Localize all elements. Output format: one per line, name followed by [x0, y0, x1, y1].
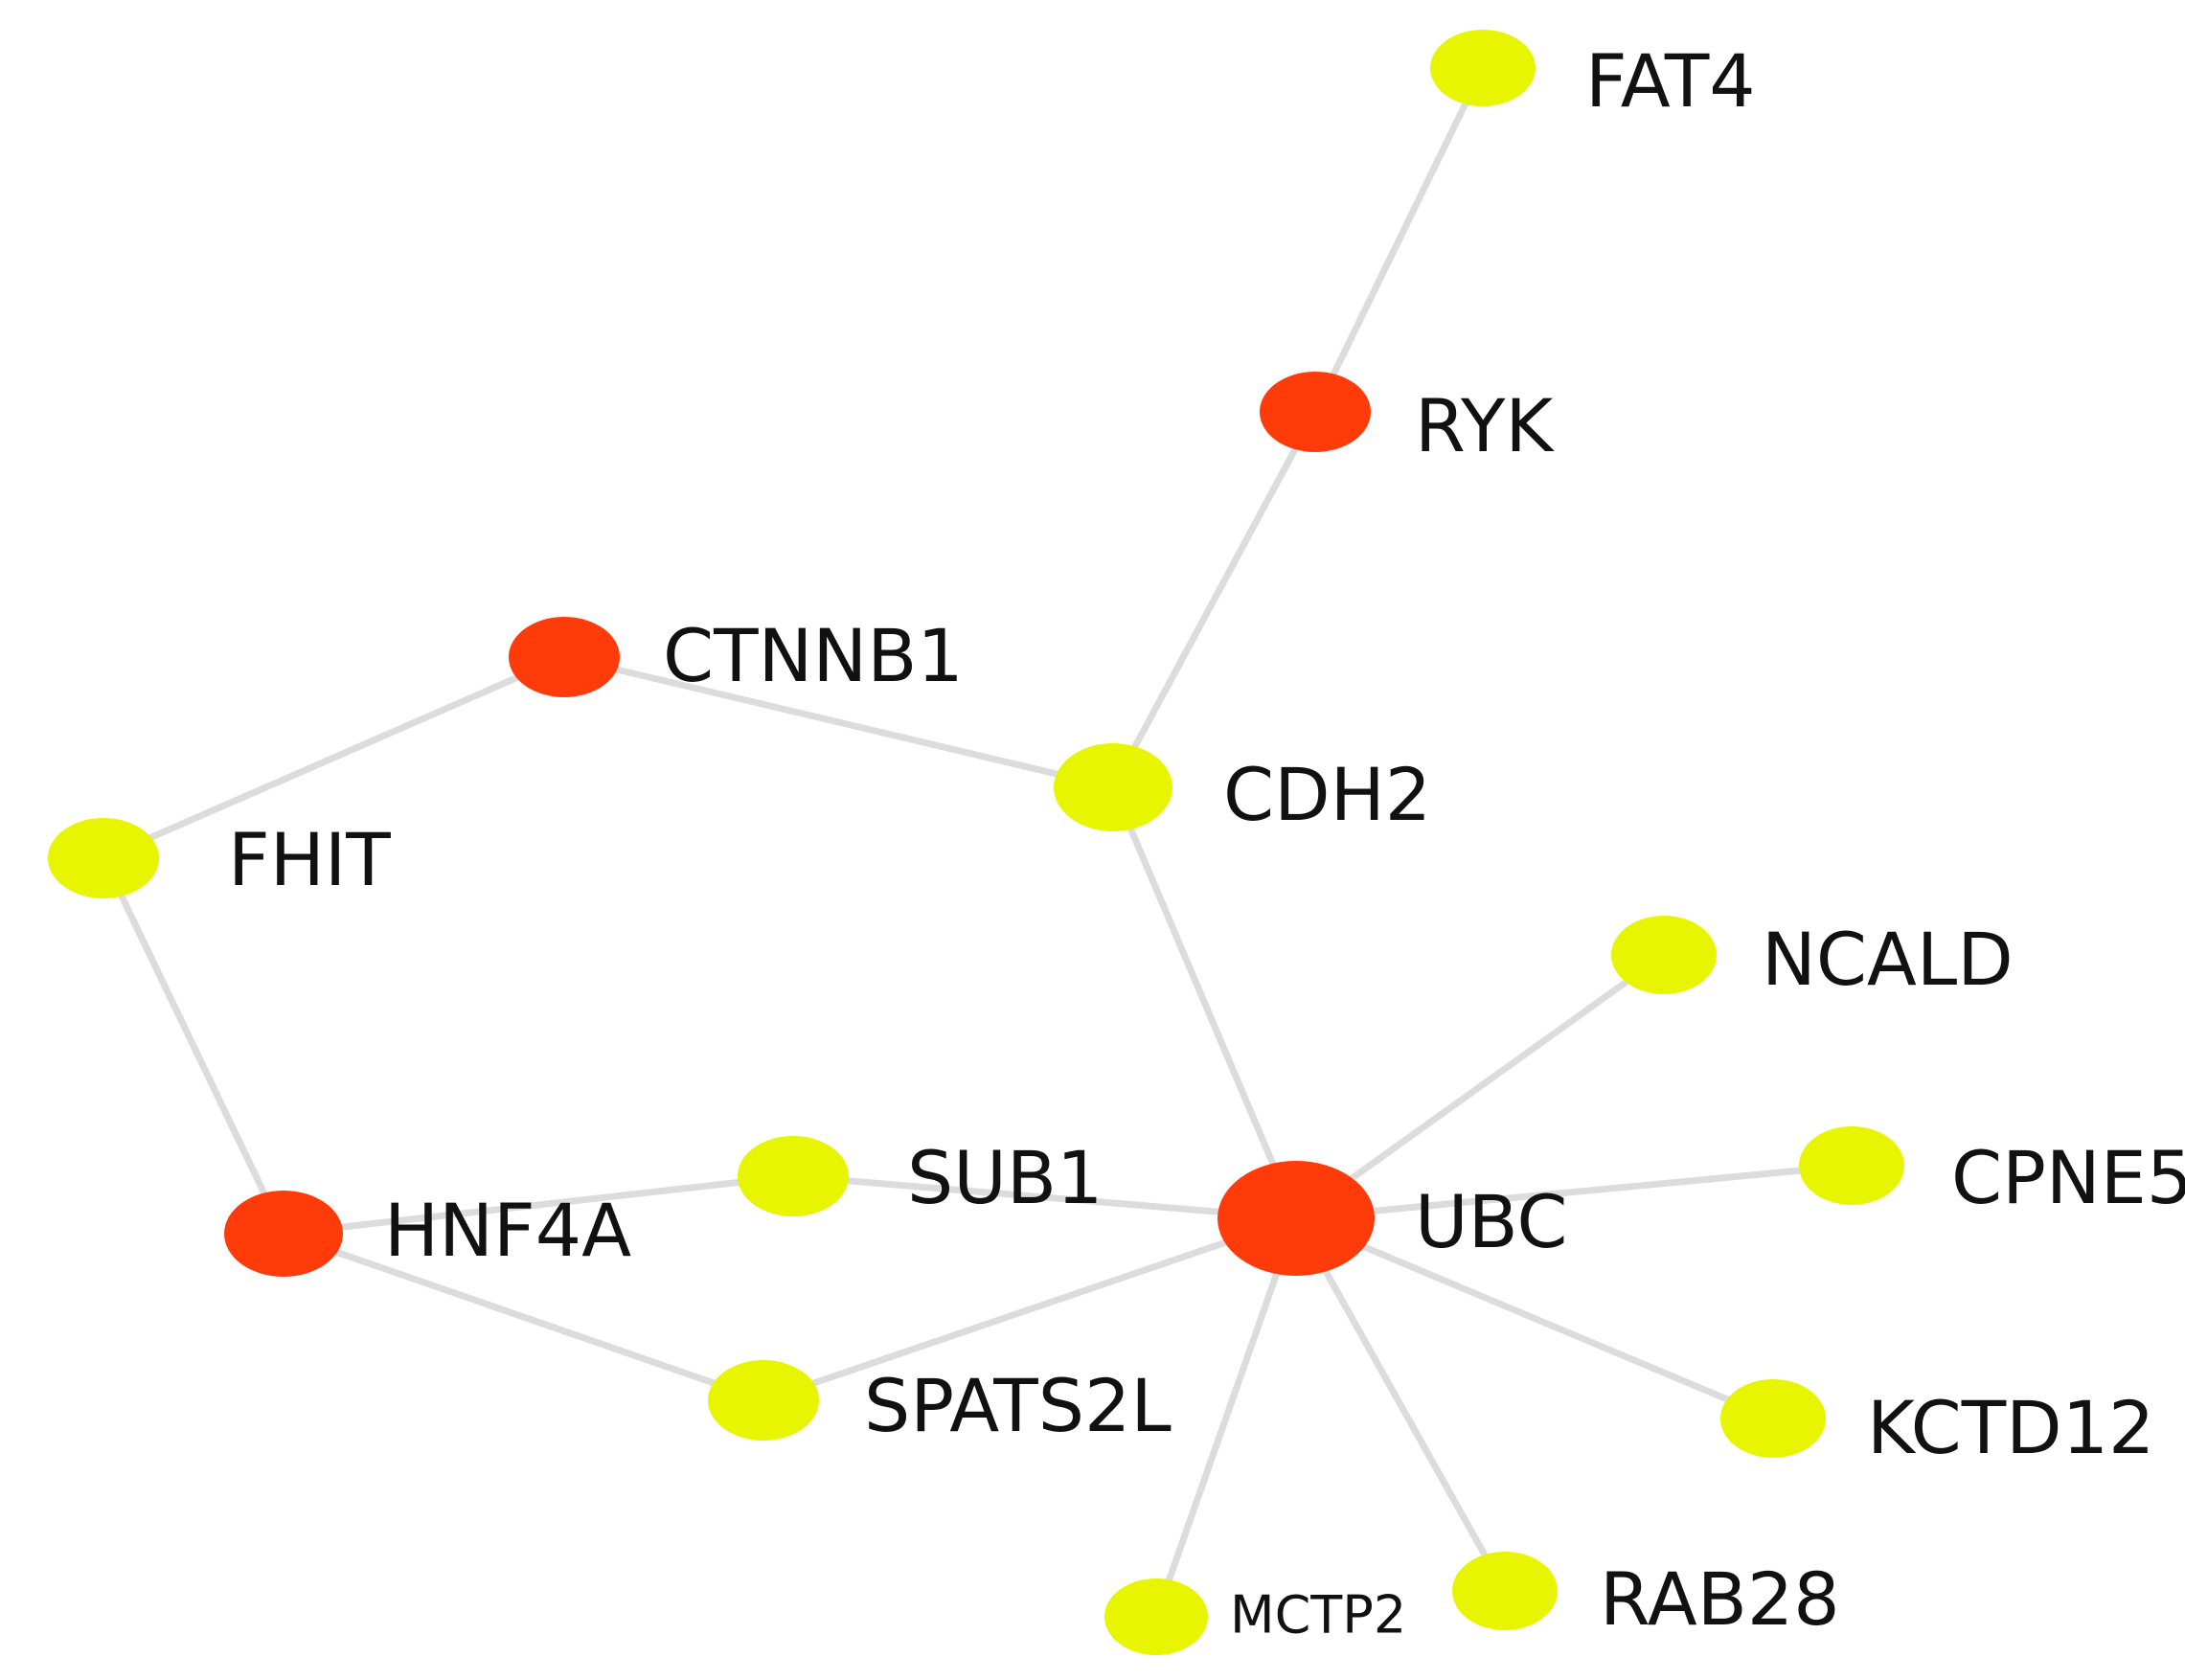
- node-label-rab28: RAB28: [1600, 1556, 1840, 1642]
- edge-ubc-mctp2: [1152, 1215, 1300, 1621]
- edge-ubc-kctd12: [1292, 1215, 1777, 1422]
- node-ncald: [1611, 916, 1717, 994]
- node-sub1: [738, 1136, 849, 1216]
- node-label-fhit: FHIT: [228, 817, 391, 902]
- node-cpne5: [1799, 1126, 1904, 1205]
- node-fhit: [48, 818, 159, 898]
- edge-spats2l-ubc: [760, 1215, 1300, 1404]
- node-label-cpne5: CPNE5: [1951, 1135, 2185, 1220]
- edge-hnf4a-sub1: [280, 1172, 797, 1237]
- node-label-cdh2: CDH2: [1223, 752, 1431, 837]
- edge-ctnnb1-cdh2: [560, 653, 1117, 791]
- node-ubc: [1218, 1161, 1375, 1276]
- node-label-kctd12: KCTD12: [1867, 1385, 2154, 1470]
- edge-ubc-cpne5: [1292, 1162, 1855, 1222]
- node-label-ctnnb1: CTNNB1: [663, 613, 964, 698]
- node-hnf4a: [224, 1191, 343, 1277]
- edge-cdh2-ubc: [1109, 783, 1300, 1222]
- network-edges: [100, 64, 1855, 1621]
- edge-hnf4a-spats2l: [280, 1230, 767, 1404]
- edge-ctnnb1-fhit: [100, 653, 568, 862]
- edge-ubc-ncald: [1292, 951, 1668, 1222]
- node-label-ubc: UBC: [1415, 1179, 1568, 1264]
- edge-sub1-ubc: [789, 1172, 1300, 1222]
- edge-ubc-rab28: [1292, 1215, 1509, 1595]
- node-cdh2: [1054, 743, 1172, 831]
- edge-fhit-hnf4a: [100, 854, 287, 1237]
- node-label-spats2l: SPATS2L: [864, 1363, 1172, 1448]
- node-fat4: [1430, 30, 1536, 106]
- edge-fat4-ryk: [1311, 64, 1487, 416]
- node-mctp2: [1104, 1578, 1208, 1655]
- node-ctnnb1: [509, 617, 620, 697]
- network-nodes: [48, 30, 1904, 1655]
- node-rab28: [1452, 1552, 1558, 1630]
- node-spats2l: [708, 1360, 819, 1441]
- node-label-hnf4a: HNF4A: [384, 1188, 631, 1273]
- node-label-fat4: FAT4: [1585, 38, 1756, 124]
- node-label-ryk: RYK: [1415, 383, 1555, 468]
- node-label-sub1: SUB1: [907, 1135, 1103, 1220]
- node-label-mctp2: MCTP2: [1230, 1585, 1406, 1646]
- node-kctd12: [1720, 1379, 1826, 1458]
- node-ryk: [1260, 372, 1371, 452]
- edge-ryk-cdh2: [1109, 408, 1319, 791]
- node-label-ncald: NCALD: [1762, 917, 2014, 1002]
